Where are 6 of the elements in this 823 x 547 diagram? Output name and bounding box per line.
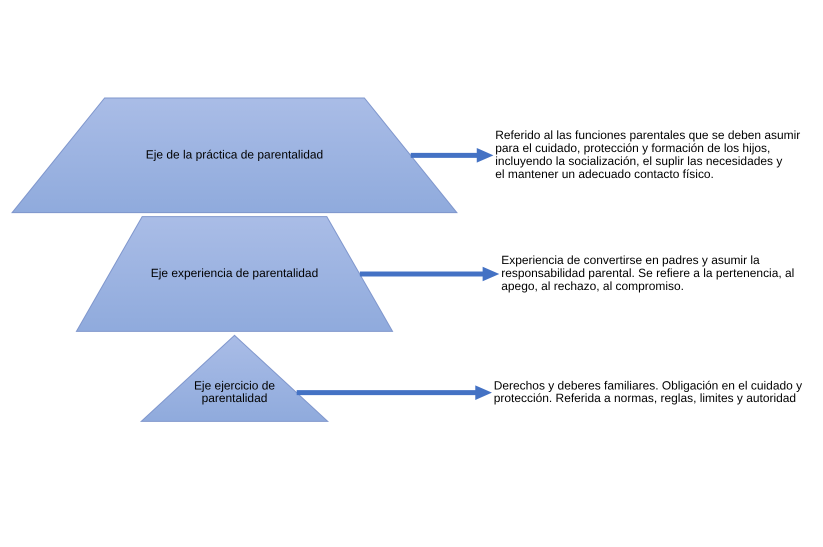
- arrow: [296, 384, 492, 400]
- node-text: Derechos y deberes familiares. Obligación en el cuidado y protección. Referida a normas, reglas, limites y autoridad: [494, 378, 802, 405]
- node-text: Experiencia de convertirse en padres y asumir la responsabilidad parental. Se refiere a la pertenencia, al apego, al rechazo, al compromiso.: [501, 252, 794, 293]
- arrow: [360, 266, 500, 281]
- node-text: Referido al las funciones parentales que se deben asumir para el cuidado, protección y formación de los hijos, incluyendo la socialización, el suplir las necesidades y el mantener un adecuado contacto físico.: [495, 127, 800, 180]
- arrow: [410, 148, 494, 162]
